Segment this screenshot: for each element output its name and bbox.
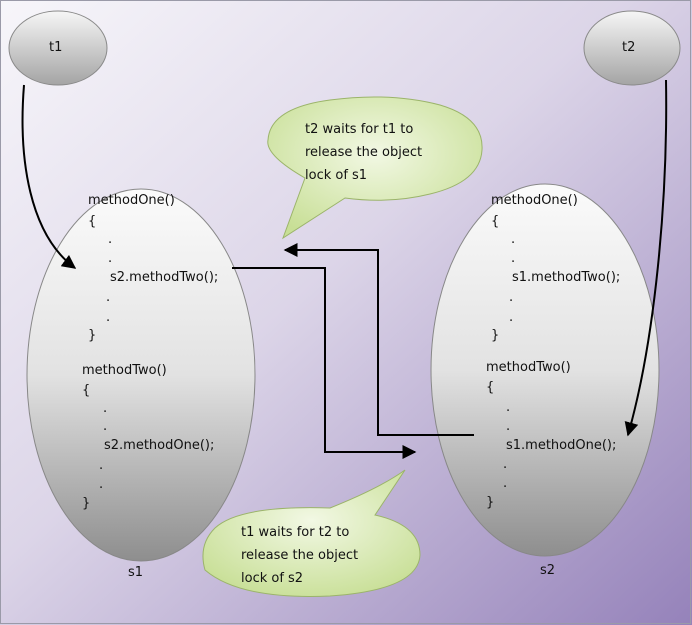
s2-dot: .	[503, 457, 508, 472]
object-s2-label: s2	[540, 563, 556, 578]
s1-close-brace-1: }	[88, 328, 97, 343]
s2-dot: .	[506, 419, 511, 434]
s2-call-s1-method-one: s1.methodOne();	[506, 438, 617, 453]
s2-close-brace-1: }	[491, 328, 500, 343]
callout-top-line: t2 waits for t1 to	[305, 122, 414, 137]
thread-t1-label: t1	[49, 40, 63, 55]
t2-wait-arrow	[283, 243, 474, 436]
thread-t1-circle	[8, 10, 108, 86]
thread-t2-circle	[583, 10, 681, 86]
s2-dot: .	[503, 476, 508, 491]
callout-bottom-text: t1 waits for t2 to release the object lo…	[241, 521, 358, 590]
s1-dot: .	[106, 310, 111, 325]
callout-top-line: release the object	[305, 145, 423, 160]
s2-dot: .	[511, 251, 516, 266]
s2-call-s1-method-two: s1.methodTwo();	[512, 270, 621, 285]
s1-dot: .	[99, 477, 104, 492]
s1-open-brace-1: {	[88, 214, 97, 229]
s2-dot: .	[506, 400, 511, 415]
thread-t2-label: t2	[622, 40, 636, 55]
s2-method-two-header: methodTwo()	[486, 360, 571, 375]
s1-dot: .	[106, 290, 111, 305]
s1-call-s2-method-one: s2.methodOne();	[104, 438, 215, 453]
callout-bottom-line: lock of s2	[241, 571, 304, 586]
t2-entry-arrow	[624, 79, 668, 437]
s2-open-brace-2: {	[486, 380, 495, 395]
s1-dot: .	[99, 458, 104, 473]
s1-dot: .	[108, 251, 113, 266]
callout-bottom-bubble	[202, 469, 421, 597]
callout-bottom-line: release the object	[241, 548, 359, 563]
t1-entry-arrow	[21, 84, 77, 269]
t1-wait-arrow	[232, 267, 417, 459]
s2-close-brace-2: }	[486, 495, 495, 510]
callout-top-bubble	[267, 96, 483, 240]
s2-dot: .	[509, 290, 514, 305]
s2-dot: .	[511, 232, 516, 247]
object-s1-oval	[26, 188, 256, 562]
callout-top-line: lock of s1	[305, 168, 368, 183]
s1-dot: .	[103, 419, 108, 434]
s1-method-two-header: methodTwo()	[82, 363, 167, 378]
s1-close-brace-2: }	[82, 496, 91, 511]
callout-bottom-line: t1 waits for t2 to	[241, 525, 350, 540]
s2-method-one-header: methodOne()	[491, 193, 578, 208]
s1-open-brace-2: {	[82, 383, 91, 398]
callout-top-text: t2 waits for t1 to release the object lo…	[305, 118, 422, 187]
object-s2-oval	[430, 183, 660, 557]
s1-dot: .	[103, 401, 108, 416]
s1-method-one-header: methodOne()	[88, 193, 175, 208]
s1-call-s2-method-two: s2.methodTwo();	[110, 270, 219, 285]
s1-dot: .	[108, 232, 113, 247]
s2-dot: .	[509, 310, 514, 325]
s2-open-brace-1: {	[491, 214, 500, 229]
object-s1-label: s1	[128, 565, 144, 580]
